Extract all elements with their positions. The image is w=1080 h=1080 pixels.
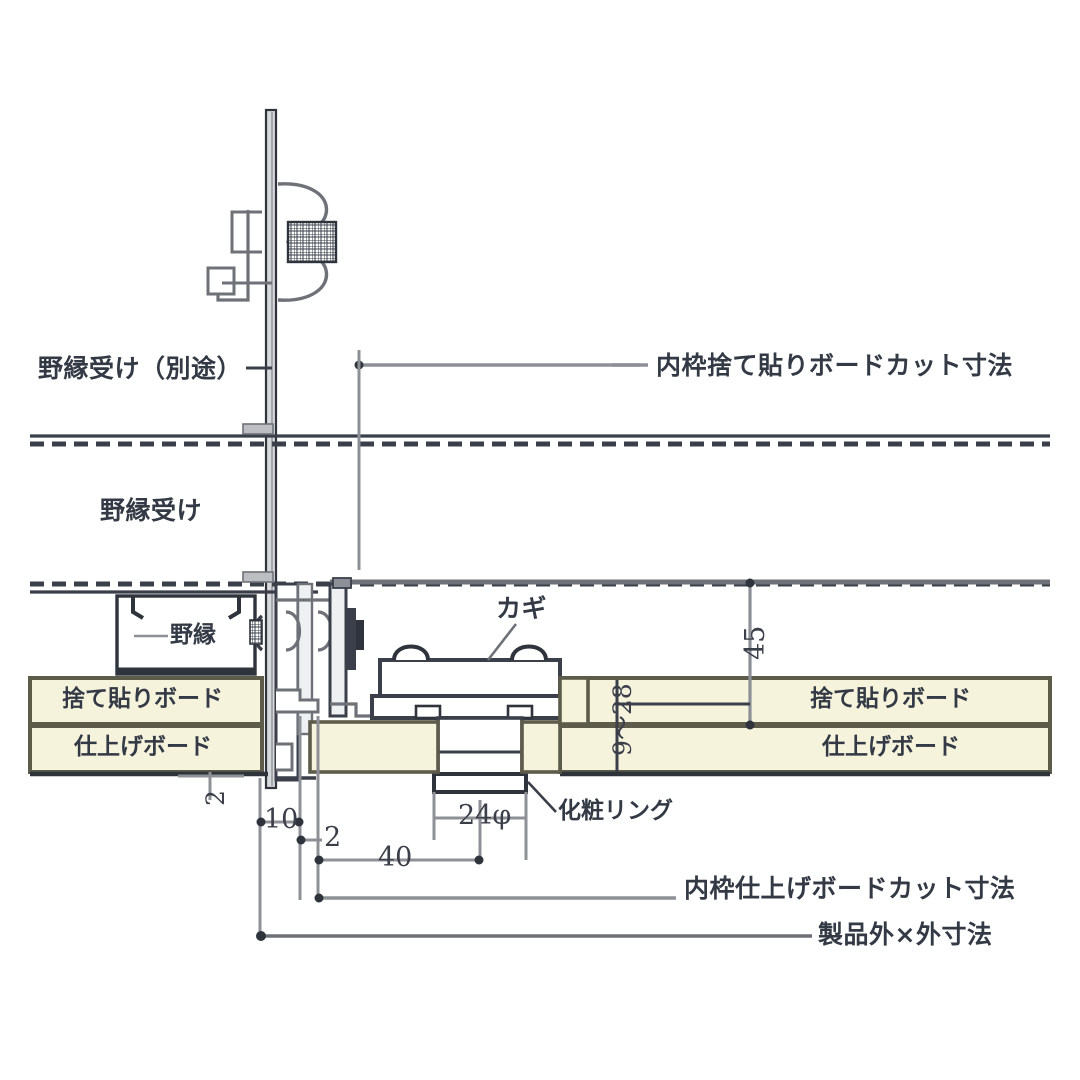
dim-dot-product-outer [256, 931, 266, 941]
noburi-clip-left [131, 596, 145, 620]
dim-dot-40-right [474, 855, 484, 865]
leader-kesho-ring [527, 781, 557, 813]
lock-boss-left [392, 644, 430, 661]
rod-bracket-tab-lower [242, 571, 274, 583]
label-noburi-uke: 野縁受け [100, 496, 203, 525]
label-backing-board-right: 捨て貼りボード [810, 686, 971, 712]
label-backing-board-left: 捨て貼りボード [62, 686, 223, 712]
lock-cylinder-barrel [436, 716, 524, 776]
hatch-frame-profile-left [249, 582, 340, 782]
label-finish-board-right: 仕上げボード [822, 734, 960, 760]
hanger-clip-left-foot [206, 266, 236, 296]
hanger-rod-assembly [206, 108, 338, 790]
dim-text-40: 40 [378, 842, 413, 873]
lock-base-plate [370, 694, 570, 720]
dim-text-10: 10 [264, 804, 299, 835]
dim-bottom-chain [178, 716, 812, 941]
inner-panel-return [330, 702, 380, 718]
dim-text-24phi: 24φ [458, 800, 512, 831]
lock-body [378, 658, 562, 698]
backing-board-left [28, 676, 264, 726]
label-product-outer-dimension: 製品外×外寸法 [818, 920, 993, 949]
threaded-nut-block [286, 220, 338, 264]
lock-assembly [370, 644, 570, 794]
label-finish-board-left: 仕上げボード [74, 734, 212, 760]
dim-text-2-mid: 2 [324, 822, 342, 853]
label-noburi: 野縁 [170, 622, 216, 648]
dim-dot-45-bottom [745, 720, 755, 730]
noburi-clip-right [227, 596, 241, 620]
label-kagi: カギ [496, 594, 548, 623]
decorative-ring [432, 772, 528, 794]
label-kesho-ring: 化粧リング [558, 798, 673, 824]
lock-clip-left [414, 704, 442, 720]
dim-dot-shiage-cut [314, 893, 324, 903]
inner-panel-top-tab [332, 577, 352, 589]
label-uchiwaku-sutebari-cut: 内枠捨て貼りボードカット寸法 [656, 351, 1014, 380]
dim-dot-2-mid [296, 835, 306, 845]
dim-text-9-28: 9〜28 [608, 683, 637, 756]
dim-dot-10-right [294, 817, 304, 827]
upper-break-line-group [30, 423, 1050, 447]
label-uchiwaku-shiage-cut: 内枠仕上げボードカット寸法 [684, 874, 1016, 903]
frame-ledge-step [276, 688, 320, 714]
hanger-rod [264, 108, 278, 790]
frame-lower-return [276, 742, 294, 772]
inner-leaf-finish-board [308, 720, 440, 774]
board-layers-left [28, 676, 268, 777]
dim-dot-10-left [256, 817, 266, 827]
inner-leaf-finish-board-right [520, 720, 562, 774]
inner-panel-edge [328, 582, 348, 718]
dim-45-group [745, 578, 755, 730]
dim-dot-40-left [314, 855, 324, 865]
dim-uchiwaku-sutebari [354, 350, 648, 570]
dim-9-28-group [615, 680, 750, 772]
lower-break-line-group [30, 571, 1050, 594]
lock-boss-right [510, 644, 548, 661]
inner-panel-gasket [346, 608, 356, 670]
hinge-knuckle-outer [285, 610, 301, 652]
dim-ticks-24phi [432, 810, 528, 826]
dim-text-2-left: 2 [201, 790, 230, 806]
hatch-inner-frame [328, 577, 380, 718]
dim-text-45: 45 [740, 625, 771, 660]
hinge-pin-knurl [249, 619, 263, 645]
inner-leaf-boards [308, 676, 590, 774]
leader-kagi [486, 623, 518, 661]
inner-leaf-backing-board-right [558, 676, 590, 726]
rod-bracket-tab-upper [242, 423, 274, 435]
inner-panel-seal [356, 620, 364, 650]
dim-dot-45-top [745, 578, 755, 588]
label-noburi-uke-betsu: 野縁受け（別途） [38, 354, 243, 383]
